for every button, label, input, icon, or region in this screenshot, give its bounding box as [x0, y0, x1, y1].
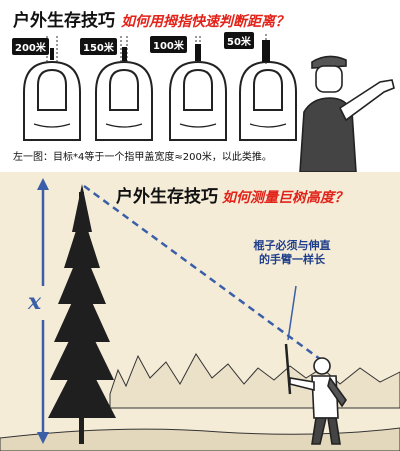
distance-label-200: 200米: [12, 38, 49, 55]
distance-label-150: 150米: [80, 38, 117, 55]
bottom-title-main: 户外生存技巧: [116, 187, 218, 207]
height-arrow-icon: [37, 178, 49, 444]
sight-line-icon: [83, 184, 325, 364]
pine-tree-icon: [48, 184, 116, 444]
distance-label-50: 50米: [224, 32, 254, 49]
bottom-title: 户外生存技巧如何测量巨树高度？: [116, 182, 348, 207]
top-title: 户外生存技巧如何用拇指快速判断距离？: [13, 6, 289, 31]
target-soldier-2-icon: [122, 47, 127, 61]
bottom-title-sub: 如何测量巨树高度？: [222, 190, 348, 206]
thumb-note: 左一图：目标*4等于一个指甲盖宽度≈200米，以此类推。: [13, 152, 272, 163]
thumbnail-4-icon: [253, 68, 283, 111]
thumbnail-3-icon: [183, 68, 213, 111]
tree-height-panel: 户外生存技巧如何测量巨树高度？ x 棍子必须与伸直的手臂一样长: [0, 172, 400, 451]
soldier-pointing-icon: [299, 55, 395, 172]
target-soldier-3-icon: [195, 44, 201, 61]
target-soldier-4-icon: [262, 40, 270, 62]
thumbs-illustration: [23, 34, 395, 172]
top-title-main: 户外生存技巧: [13, 11, 115, 31]
ground-icon: [0, 427, 400, 451]
height-variable-label: x: [28, 289, 42, 315]
thumbnail-2-icon: [109, 68, 139, 111]
top-title-sub: 如何用拇指快速判断距离？: [121, 14, 289, 30]
target-soldier-1-icon: [50, 48, 54, 60]
mountains-icon: [109, 353, 400, 409]
thumb-distance-panel: 户外生存技巧如何用拇指快速判断距离？: [0, 0, 400, 172]
distance-label-100: 100米: [150, 36, 187, 53]
stick-length-note: 棍子必须与伸直的手臂一样长: [253, 239, 331, 266]
tree-height-illustration: [0, 178, 400, 451]
thumbnail-1-icon: [37, 68, 67, 111]
man-holding-stick-icon: [284, 343, 347, 445]
